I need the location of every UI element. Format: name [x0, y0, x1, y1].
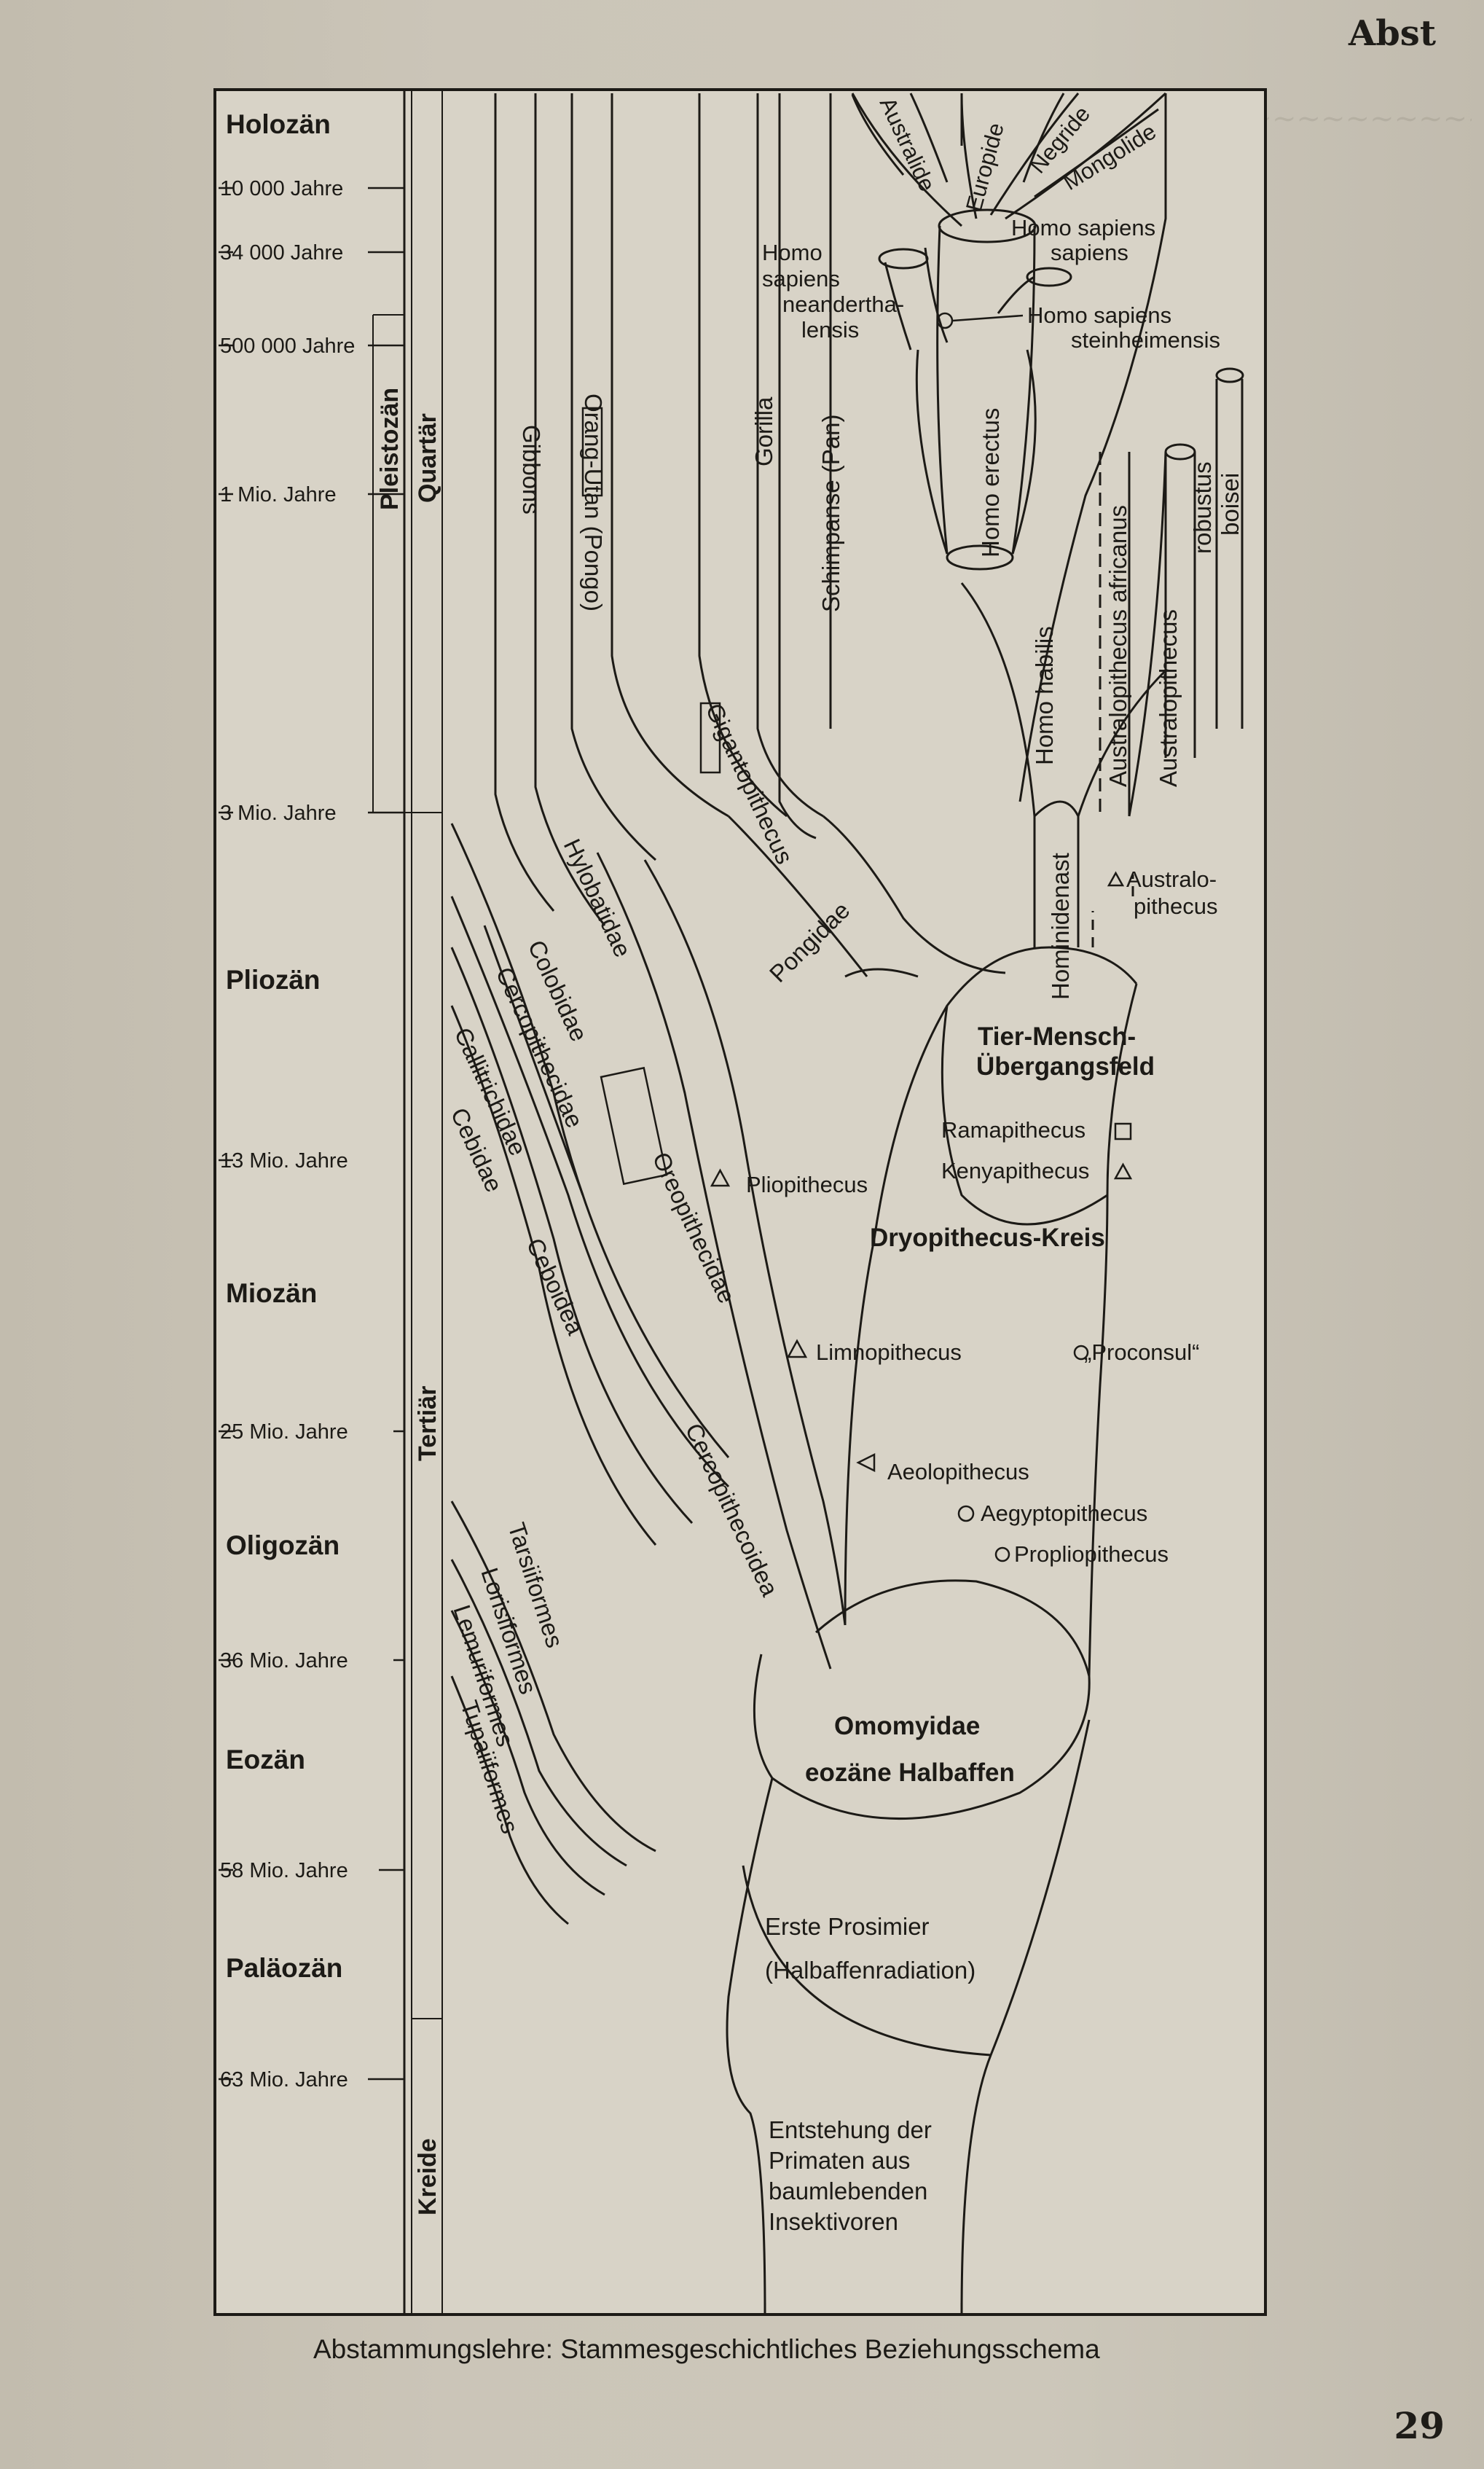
lineage-schimpanse: Schimpanse (Pan)	[817, 415, 844, 612]
lineage-homo-habilis: Homo habilis	[1031, 626, 1058, 765]
square-icon	[1114, 1122, 1132, 1140]
neanderthal-l3: neandertha-	[782, 291, 904, 317]
region-tmu-l1: Tier-Mensch-	[978, 1022, 1136, 1051]
triangle-icon	[1113, 1162, 1133, 1180]
tree-branches	[450, 92, 1267, 2315]
steinheim-l1: Homo sapiens	[1027, 302, 1171, 328]
running-head: Abst	[1348, 13, 1436, 54]
time-mark: 58 Mio. Jahre	[220, 1859, 348, 1882]
neanderthal-l1: Homo	[762, 240, 823, 265]
region-omo-l1: Omomyidae	[834, 1712, 980, 1740]
fossil-ramapithecus: Ramapithecus	[941, 1117, 1085, 1143]
epoch-miozaen: Miozän	[226, 1278, 317, 1308]
period-pleistozaen: Pleistozän	[376, 388, 404, 510]
epoch-labels: Holozän Pliozän Miozän Oligozän Eozän Pa…	[226, 109, 342, 1983]
steinheim-l2: steinheimensis	[1071, 327, 1220, 353]
epoch-eozaen: Eozän	[226, 1745, 305, 1775]
time-ticks	[219, 187, 404, 2081]
time-mark: 13 Mio. Jahre	[220, 1149, 348, 1173]
region-omo-l2: eozäne Halbaffen	[805, 1758, 1015, 1787]
triangle-left-icon	[856, 1452, 876, 1473]
region-pros-l2: (Halbaffenradiation)	[765, 1957, 975, 1984]
homo-labels: Homo sapiens sapiens Homo sapiens neande…	[762, 215, 1220, 353]
time-mark: 25 Mio. Jahre	[220, 1420, 348, 1444]
fossil-limnopithecus: Limnopithecus	[816, 1339, 962, 1365]
lineage-australopithecus: Australopithecus	[1155, 609, 1182, 787]
lineage-orang: Orang-Utan (Pongo)	[580, 394, 607, 611]
period-quartaer: Quartär	[414, 413, 441, 503]
period-tertiaer: Tertiär	[414, 1386, 441, 1461]
fossil-australopithecus-l1: Australo-	[1126, 866, 1217, 892]
region-dryo: Dryopithecus-Kreis	[870, 1224, 1105, 1252]
fossil-proconsul: „Proconsul“	[1084, 1339, 1200, 1365]
fossil-australopithecus-l2: pithecus	[1134, 893, 1217, 919]
fossil-markers	[710, 871, 1133, 1562]
homo-sapiens-l1: Homo sapiens	[1011, 215, 1155, 240]
homo-sapiens-l2: sapiens	[1051, 240, 1128, 265]
lineage-robustus: robustus	[1189, 461, 1216, 554]
region-tmu-l2: Übergangsfeld	[976, 1052, 1155, 1081]
lineage-hominidenast: Hominidenast	[1047, 853, 1074, 1000]
epoch-palaeozaen: Paläozän	[226, 1953, 342, 1983]
region-ent-l3: baumlebenden	[769, 2178, 927, 2204]
triangle-icon	[710, 1168, 731, 1187]
lineage-boisei: boisei	[1217, 473, 1244, 536]
time-mark: 34 000 Jahre	[220, 241, 343, 265]
time-mark: 10 000 Jahre	[220, 177, 343, 200]
time-mark: 63 Mio. Jahre	[220, 2068, 348, 2092]
neanderthal-l2: sapiens	[762, 266, 840, 291]
region-ent-l1: Entstehung der	[769, 2116, 932, 2143]
fossil-pliopithecus: Pliopithecus	[746, 1172, 868, 1197]
lineage-gorilla: Gorilla	[750, 396, 777, 466]
time-mark-labels: 10 000 Jahre 34 000 Jahre 500 000 Jahre …	[220, 177, 355, 2092]
circle-icon	[957, 1505, 975, 1522]
region-ent-l4: Insektivoren	[769, 2208, 898, 2235]
lineage-australopithecus-africanus: Australopithecus africanus	[1104, 505, 1131, 787]
time-mark: 36 Mio. Jahre	[220, 1649, 348, 1672]
triangle-icon	[1107, 871, 1125, 887]
region-labels: Tier-Mensch- Übergangsfeld Dryopithecus-…	[805, 1022, 1155, 1787]
fossil-aeolopithecus: Aeolopithecus	[887, 1459, 1029, 1484]
diagram-frame	[213, 88, 1267, 2316]
time-mark: 3 Mio. Jahre	[220, 802, 337, 825]
page-number: 29	[1394, 2404, 1445, 2447]
fossil-aegyptopithecus: Aegyptopithecus	[981, 1500, 1147, 1526]
neanderthal-l4: lensis	[801, 317, 859, 343]
time-mark: 1 Mio. Jahre	[220, 483, 337, 506]
region-ent-l2: Primaten aus	[769, 2147, 910, 2174]
fossil-propliopithecus: Propliopithecus	[1014, 1541, 1169, 1567]
circle-icon	[1073, 1345, 1089, 1361]
epoch-oligozaen: Oligozän	[226, 1530, 339, 1560]
fossil-labels: Australo- pithecus Ramapithecus Kenyapit…	[746, 866, 1217, 1567]
fossil-kenyapithecus: Kenyapithecus	[941, 1158, 1089, 1183]
lineage-gibbons: Gibbons	[518, 425, 545, 514]
epoch-pliozaen: Pliozän	[226, 965, 321, 995]
figure-caption: Abstammungslehre: Stammesgeschichtliches…	[313, 2334, 1100, 2364]
triangle-icon	[786, 1339, 808, 1358]
epoch-holozaen: Holozän	[226, 109, 331, 139]
region-pros-l1: Erste Prosimier	[765, 1913, 930, 1940]
period-kreide: Kreide	[414, 2138, 441, 2215]
circle-icon	[994, 1546, 1010, 1562]
neanderthal-marker	[936, 312, 954, 329]
time-mark: 500 000 Jahre	[220, 334, 355, 358]
lineage-homo-erectus: Homo erectus	[977, 408, 1004, 557]
